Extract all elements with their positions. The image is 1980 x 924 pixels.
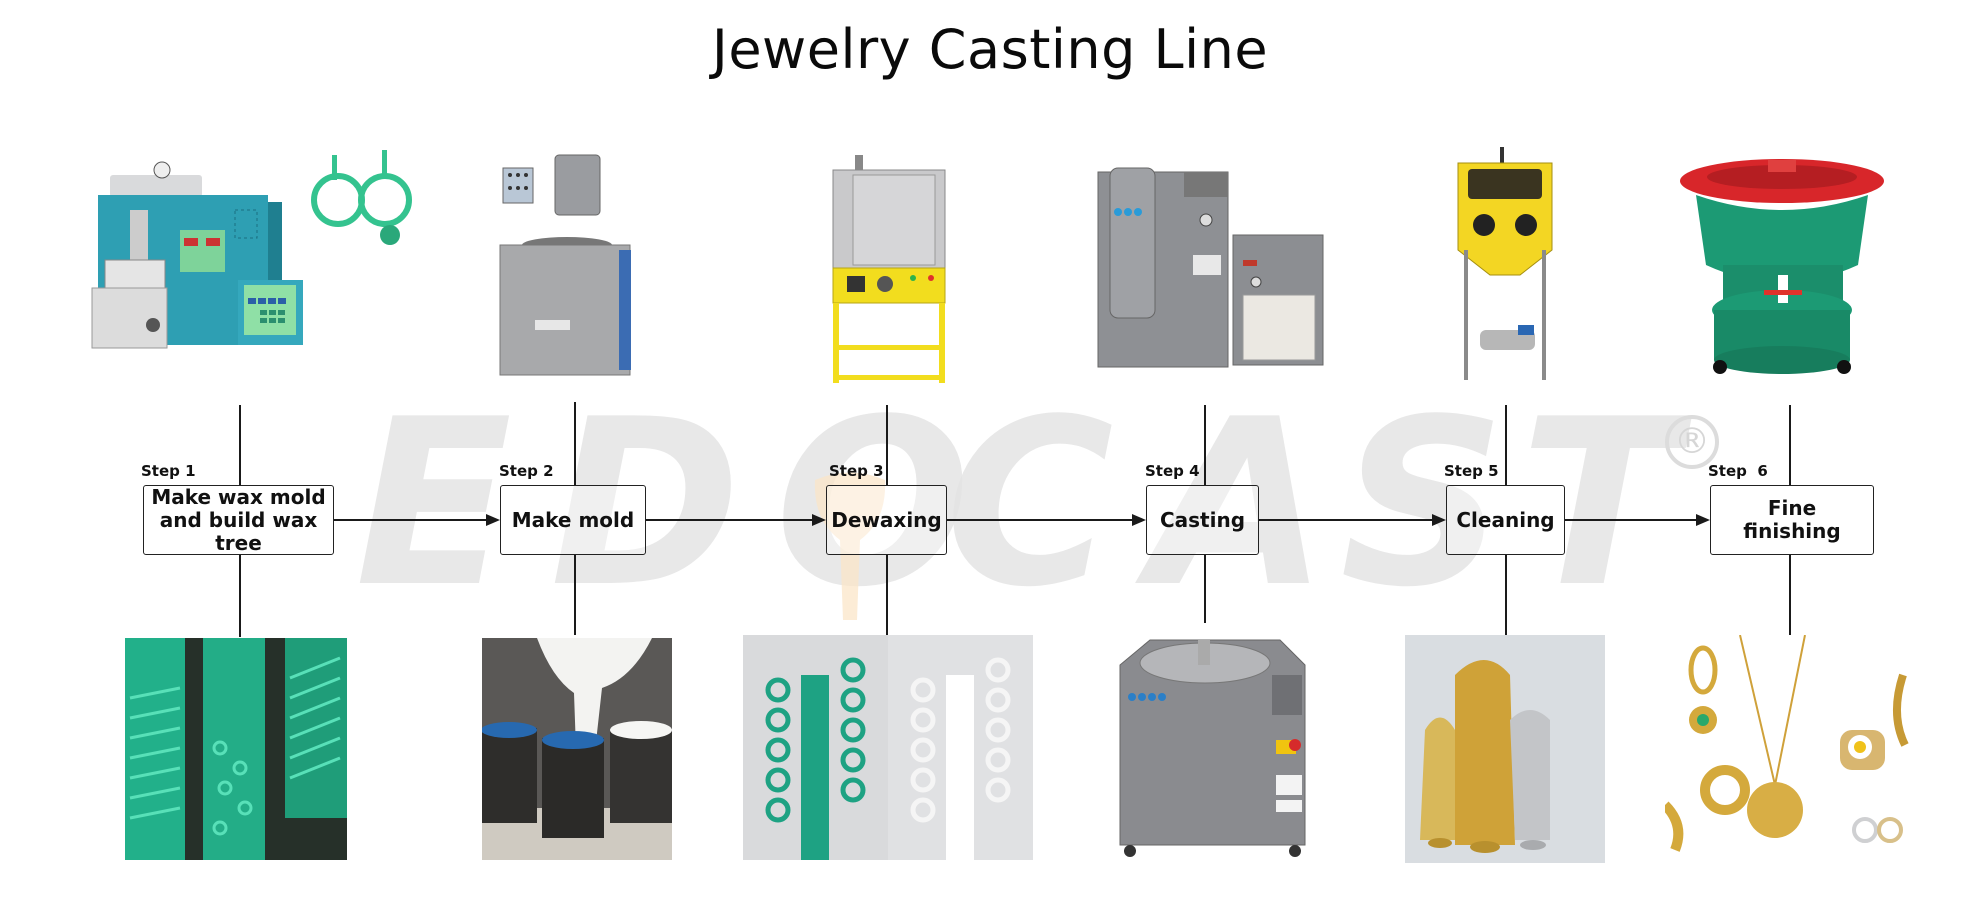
finished-jewelry-image	[1665, 635, 1910, 860]
vertical-connector-top	[1789, 405, 1791, 485]
vertical-connector-bottom	[1204, 555, 1206, 623]
vacuum-investment-mixer-image	[495, 150, 635, 385]
watermark-letter: C	[945, 371, 1114, 638]
connector-4-5	[1258, 519, 1432, 521]
step-5-label: Step 5	[1444, 462, 1499, 480]
gold-silver-cast-trees-image	[1405, 635, 1605, 863]
step-4-name: Casting	[1159, 507, 1246, 532]
arrow-head-icon	[486, 514, 500, 526]
burnout-furnace-image	[825, 150, 950, 385]
step-3-box: Dewaxing	[826, 485, 947, 555]
step-2-box: Make mold	[500, 485, 646, 555]
step-2-label: Step 2	[499, 462, 554, 480]
wax-tree-cavity-diagram-image	[743, 635, 1033, 860]
step-6-box: Fine finishing	[1710, 485, 1874, 555]
vertical-connector-top	[574, 402, 576, 485]
step-1-name-line2: and build wax tree	[159, 507, 318, 555]
step-6-name: Fine finishing	[1743, 496, 1841, 543]
step-1-box: Make wax mold and build wax tree	[143, 485, 334, 555]
step-1-label: Step 1	[141, 462, 196, 480]
vertical-connector-top	[886, 405, 888, 485]
vertical-connector-bottom	[1789, 555, 1791, 635]
vertical-connector-bottom	[886, 555, 888, 635]
step-5-name: Cleaning	[1456, 507, 1555, 532]
induction-casting-machine-image	[1110, 635, 1315, 863]
vibratory-tumbler-image	[1678, 155, 1886, 383]
connector-1-2	[333, 519, 486, 521]
sandblasting-cabinet-image	[1450, 145, 1560, 385]
pouring-investment-image	[482, 638, 672, 860]
step-1-name-line1: Make wax mold	[151, 484, 326, 509]
connector-5-6	[1564, 519, 1696, 521]
step-2-name: Make mold	[511, 507, 635, 532]
vertical-connector-bottom	[1505, 555, 1507, 635]
vertical-connector-bottom	[239, 555, 241, 637]
step-4-label: Step 4	[1145, 462, 1200, 480]
step-6-label: Step 6	[1708, 462, 1768, 480]
arrow-head-icon	[1696, 514, 1710, 526]
wax-injector-machine-image	[70, 150, 430, 380]
registered-mark-icon: ®	[1665, 415, 1719, 469]
diagram-title: Jewelry Casting Line	[711, 18, 1269, 81]
vertical-connector-top	[1204, 405, 1206, 485]
connector-2-3	[645, 519, 812, 521]
vertical-connector-top	[1505, 405, 1507, 485]
green-wax-trees-image	[125, 638, 347, 860]
step-5-box: Cleaning	[1446, 485, 1565, 555]
step-4-box: Casting	[1146, 485, 1259, 555]
vertical-connector-bottom	[574, 555, 576, 635]
connector-3-4	[946, 519, 1132, 521]
step-3-name: Dewaxing	[831, 507, 942, 532]
arrow-head-icon	[1432, 514, 1446, 526]
vertical-connector-top	[239, 405, 241, 485]
vacuum-casting-machine-image	[1088, 150, 1328, 385]
arrow-head-icon	[812, 514, 826, 526]
step-3-label: Step 3	[829, 462, 884, 480]
arrow-head-icon	[1132, 514, 1146, 526]
watermark-letter: E	[355, 371, 513, 638]
